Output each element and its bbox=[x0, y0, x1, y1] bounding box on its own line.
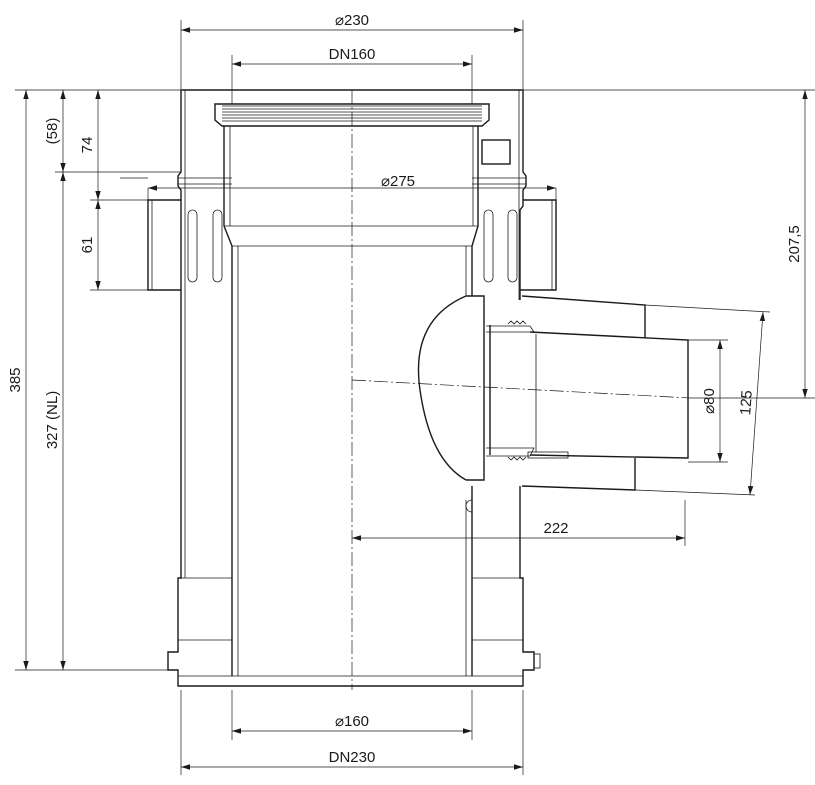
label-58: (58) bbox=[44, 118, 61, 145]
dimension-labels: ⌀230 DN160 ⌀275 ⌀160 DN230 222 385 327 (… bbox=[7, 12, 803, 766]
label-222: 222 bbox=[543, 520, 568, 537]
inner-pipe bbox=[231, 246, 473, 676]
label-diameter-230: ⌀230 bbox=[335, 12, 369, 29]
label-dn230: DN230 bbox=[329, 749, 376, 766]
label-diameter-275: ⌀275 bbox=[381, 173, 415, 190]
top-socket bbox=[214, 103, 511, 247]
label-diameter-80: ⌀80 bbox=[701, 388, 718, 414]
dimension-lines bbox=[15, 20, 815, 775]
label-dn160: DN160 bbox=[329, 46, 376, 63]
label-125: 125 bbox=[737, 390, 756, 416]
flange-band bbox=[147, 177, 557, 291]
label-385: 385 bbox=[7, 367, 24, 392]
outlet-assembly bbox=[417, 295, 689, 491]
label-diameter-160: ⌀160 bbox=[335, 713, 369, 730]
label-207-5: 207,5 bbox=[786, 225, 803, 263]
label-61: 61 bbox=[79, 237, 96, 254]
label-327-nl: 327 (NL) bbox=[44, 391, 61, 449]
slot-openings bbox=[187, 209, 518, 283]
label-74: 74 bbox=[79, 137, 96, 154]
